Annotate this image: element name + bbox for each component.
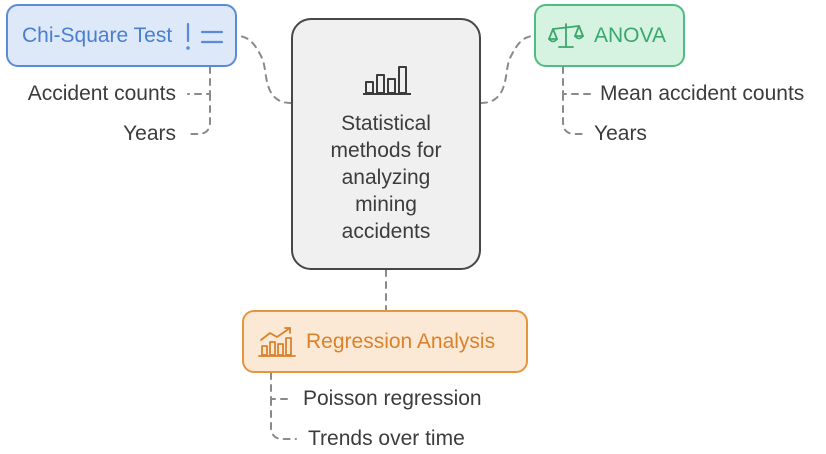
bar-chart-icon — [363, 66, 411, 95]
regression-node: Regression Analysis — [242, 310, 528, 373]
regression-item-poisson: Poisson regression — [303, 387, 482, 410]
balance-scale-icon — [548, 23, 584, 48]
anova-item-mean-accident-counts: Mean accident counts — [600, 82, 805, 105]
center-node: Statistical methods for analyzing mining… — [291, 18, 481, 270]
connector-reg-leaf-1 — [270, 372, 293, 400]
chi-square-item-years: Years — [123, 122, 176, 145]
anova-label: ANOVA — [594, 24, 666, 47]
center-title: Statistical methods for analyzing mining… — [330, 112, 442, 243]
chi-square-label: Chi-Square Test — [22, 24, 173, 47]
regression-item-trends: Trends over time — [308, 427, 465, 450]
chi-square-item-accident-counts: Accident counts — [27, 82, 176, 105]
connector-anova-leaf-2 — [562, 93, 583, 135]
connector-chi-leaf-1 — [187, 66, 211, 95]
list-icon — [186, 22, 224, 50]
anova-node: ANOVA — [534, 4, 685, 67]
chi-square-node: Chi-Square Test — [6, 4, 237, 67]
regression-label: Regression Analysis — [306, 330, 496, 353]
connector-anova-leaf-1 — [562, 66, 591, 95]
connector-chi-leaf-2 — [187, 93, 211, 135]
connector-chi-square — [236, 35, 292, 104]
connector-reg-leaf-2 — [270, 398, 297, 440]
connector-anova — [480, 35, 535, 104]
anova-item-years: Years — [594, 122, 647, 145]
trending-chart-icon — [258, 327, 296, 357]
